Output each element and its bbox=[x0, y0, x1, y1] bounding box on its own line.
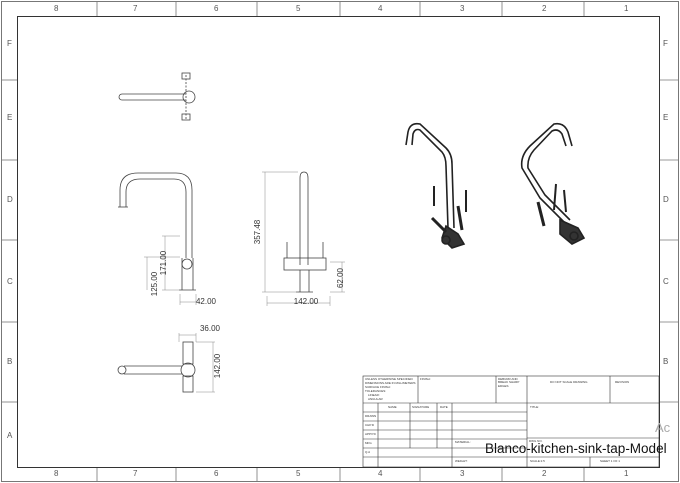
title-label: TITLE: bbox=[530, 406, 540, 409]
revision-label: REVISION bbox=[615, 381, 630, 384]
zone-col-4: 4 bbox=[378, 4, 383, 13]
dwg-no-label: DWG NO. bbox=[529, 440, 543, 443]
note-line-5: LINEAR: bbox=[368, 394, 380, 397]
zone-row-d: D bbox=[7, 195, 13, 204]
row-qa: Q.A bbox=[365, 451, 371, 454]
isometric-view-left bbox=[405, 122, 467, 249]
zone-col-1-bottom: 1 bbox=[624, 469, 629, 478]
no-scale-label: DO NOT SCALE DRAWING bbox=[550, 381, 588, 384]
deburr-label: DEBURR AND BREAK SHARP EDGES bbox=[498, 378, 520, 388]
dim-top-width: 36.00 bbox=[200, 324, 221, 333]
zone-row-a: A bbox=[7, 431, 13, 440]
row-approved: APPV'D bbox=[365, 433, 376, 436]
zone-col-8: 8 bbox=[54, 4, 59, 13]
col-signature: SIGNATURE bbox=[412, 406, 430, 409]
zone-col-2-bottom: 2 bbox=[542, 469, 547, 478]
zone-col-2: 2 bbox=[542, 4, 547, 13]
zone-col-6: 6 bbox=[214, 4, 219, 13]
zone-row-e: E bbox=[7, 113, 13, 122]
dim-spout-height: 171.00 bbox=[159, 250, 168, 275]
weight-label: WEIGHT: bbox=[455, 460, 468, 463]
col-name: NAME bbox=[388, 406, 397, 409]
inner-border bbox=[17, 16, 660, 468]
note-line-2: DIMENSIONS ARE IN MILLIMETERS bbox=[365, 382, 416, 385]
scale-label: SCALE:1:5 bbox=[530, 460, 545, 463]
dim-side-depth: 62.00 bbox=[336, 267, 345, 288]
row-checked: CHK'D bbox=[365, 424, 375, 427]
col-date: DATE bbox=[440, 406, 448, 409]
note-line-3: SURFACE FINISH: bbox=[365, 386, 391, 389]
zone-row-f-right: F bbox=[663, 39, 668, 48]
front-view bbox=[118, 172, 197, 305]
title-block-grid bbox=[362, 375, 660, 468]
row-mfg: MFG bbox=[365, 442, 372, 445]
dim-top-length: 142.00 bbox=[213, 353, 222, 378]
zone-col-1: 1 bbox=[624, 4, 629, 13]
dim-handle-height: 125.00 bbox=[150, 271, 159, 296]
zone-row-b-right: B bbox=[663, 357, 669, 366]
dim-handles-width: 142.00 bbox=[294, 297, 319, 306]
dim-overall-height: 357.48 bbox=[253, 219, 262, 244]
watermark-text: Ac bbox=[655, 420, 671, 435]
side-view bbox=[262, 171, 345, 306]
zone-col-5: 5 bbox=[296, 4, 301, 13]
dim-base-width: 42.00 bbox=[196, 297, 217, 306]
zone-row-c-right: C bbox=[663, 277, 669, 286]
zone-col-8-bottom: 8 bbox=[54, 469, 59, 478]
zone-col-7-bottom: 7 bbox=[133, 469, 138, 478]
zone-row-f: F bbox=[7, 39, 12, 48]
zone-col-5-bottom: 5 bbox=[296, 469, 301, 478]
zone-col-3-bottom: 3 bbox=[460, 469, 465, 478]
finish-label: FINISH: bbox=[420, 378, 431, 381]
row-drawn: DRAWN bbox=[365, 415, 377, 418]
zone-row-c: C bbox=[7, 277, 13, 286]
isometric-view-right bbox=[520, 122, 586, 245]
drawing-title: Blanco-kitchen-sink-tap-Model bbox=[485, 441, 667, 456]
note-line-6: ANGULAR: bbox=[368, 398, 384, 401]
zone-row-e-right: E bbox=[663, 113, 669, 122]
zone-col-3: 3 bbox=[460, 4, 465, 13]
note-line-1: UNLESS OTHERWISE SPECIFIED: bbox=[365, 378, 414, 381]
top-view bbox=[118, 72, 196, 121]
zone-row-d-right: D bbox=[663, 195, 669, 204]
plan-view bbox=[117, 333, 215, 393]
zone-col-6-bottom: 6 bbox=[214, 469, 219, 478]
sheet-label: SHEET 1 OF 1 bbox=[600, 460, 620, 463]
material-label: MATERIAL: bbox=[455, 441, 471, 444]
zone-row-b: B bbox=[7, 357, 13, 366]
note-line-4: TOLERANCES: bbox=[365, 390, 387, 393]
zone-col-7: 7 bbox=[133, 4, 138, 13]
zone-col-4-bottom: 4 bbox=[378, 469, 383, 478]
